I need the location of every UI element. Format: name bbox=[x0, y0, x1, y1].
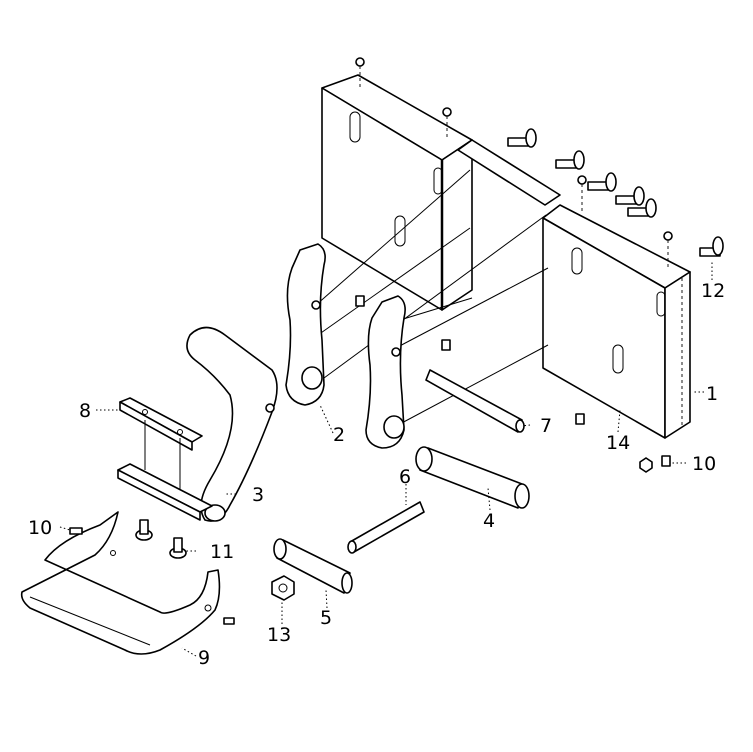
cradle-3 bbox=[186, 326, 278, 522]
callout-10-right: 10 bbox=[692, 453, 716, 475]
callout-14: 14 bbox=[606, 432, 630, 454]
leader-lines bbox=[59, 262, 713, 657]
tray-9 bbox=[20, 511, 221, 655]
screws-10 bbox=[69, 295, 671, 625]
callout-13: 13 bbox=[267, 624, 291, 646]
clamp-block bbox=[117, 420, 213, 521]
callout-8: 8 bbox=[79, 400, 91, 422]
side-bracket-2 bbox=[285, 243, 406, 449]
clamp-plate-8 bbox=[119, 397, 203, 451]
callout-10-left: 10 bbox=[28, 517, 52, 539]
callout-labels: 1 2 3 4 5 6 7 8 9 10 10 11 12 13 14 bbox=[28, 280, 725, 669]
callout-7: 7 bbox=[540, 415, 552, 437]
callout-12: 12 bbox=[701, 280, 725, 302]
top-screws bbox=[355, 57, 673, 268]
callout-5: 5 bbox=[320, 607, 332, 629]
shaft-7 bbox=[425, 369, 525, 433]
bolts-11 bbox=[135, 519, 187, 559]
callout-1: 1 bbox=[706, 383, 718, 405]
front-plate-right bbox=[542, 204, 691, 439]
callout-2: 2 bbox=[333, 424, 345, 446]
callout-6: 6 bbox=[399, 466, 411, 488]
bolts-12 bbox=[507, 128, 724, 257]
callout-9: 9 bbox=[198, 647, 210, 669]
cross-bar bbox=[457, 139, 561, 206]
callout-11: 11 bbox=[210, 541, 234, 563]
rod-6 bbox=[347, 501, 425, 554]
nut-13 bbox=[271, 575, 295, 601]
callout-4: 4 bbox=[483, 510, 495, 532]
pin-4 bbox=[415, 446, 530, 509]
pin-5 bbox=[273, 538, 353, 594]
assembly-lines bbox=[315, 169, 549, 426]
callout-3: 3 bbox=[252, 484, 264, 506]
back-plate-left bbox=[321, 74, 473, 311]
